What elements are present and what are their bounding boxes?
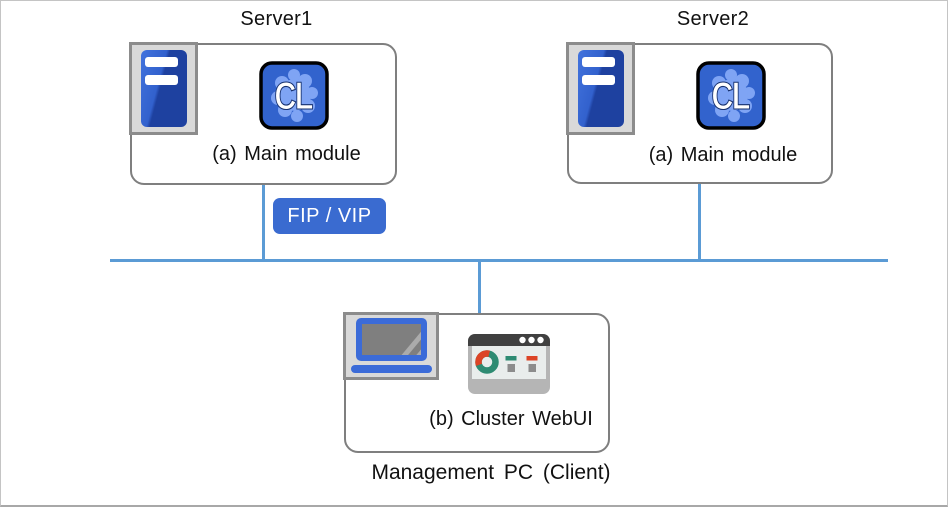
server1-box: CL (a) Main module [129, 42, 397, 185]
laptop-icon [343, 312, 439, 380]
network-bus-line [110, 259, 888, 262]
server-icon [129, 42, 198, 135]
management-module-label: (b) Cluster WebUI [429, 408, 593, 430]
server-icon [566, 42, 635, 135]
management-connector-line [478, 261, 481, 314]
donut-chart [475, 350, 499, 374]
server2-module-label: (a) Main module [648, 144, 798, 166]
server1-module-label: (a) Main module [212, 143, 361, 165]
cluster-blob-shape [271, 69, 318, 122]
server1-title: Server1 [240, 8, 313, 30]
cl-app-icon: CL [696, 61, 766, 130]
cl-icon-letters: CL [711, 75, 750, 118]
cl-app-icon: CL [259, 61, 329, 130]
management-pc-box: (b) Cluster WebUI [343, 312, 610, 453]
server2-connector-line [698, 183, 701, 260]
management-pc-caption: Management PC (Client) [371, 461, 611, 484]
cluster-blob-shape [708, 69, 755, 122]
cl-icon-letters: CL [274, 75, 313, 118]
server2-title: Server2 [676, 8, 750, 30]
mini-chart-bars [505, 356, 538, 372]
fip-vip-badge: FIP / VIP [273, 198, 386, 234]
webui-dashboard-icon [468, 334, 550, 394]
server2-box: CL (a) Main module [566, 42, 833, 184]
server1-connector-line [262, 184, 265, 260]
